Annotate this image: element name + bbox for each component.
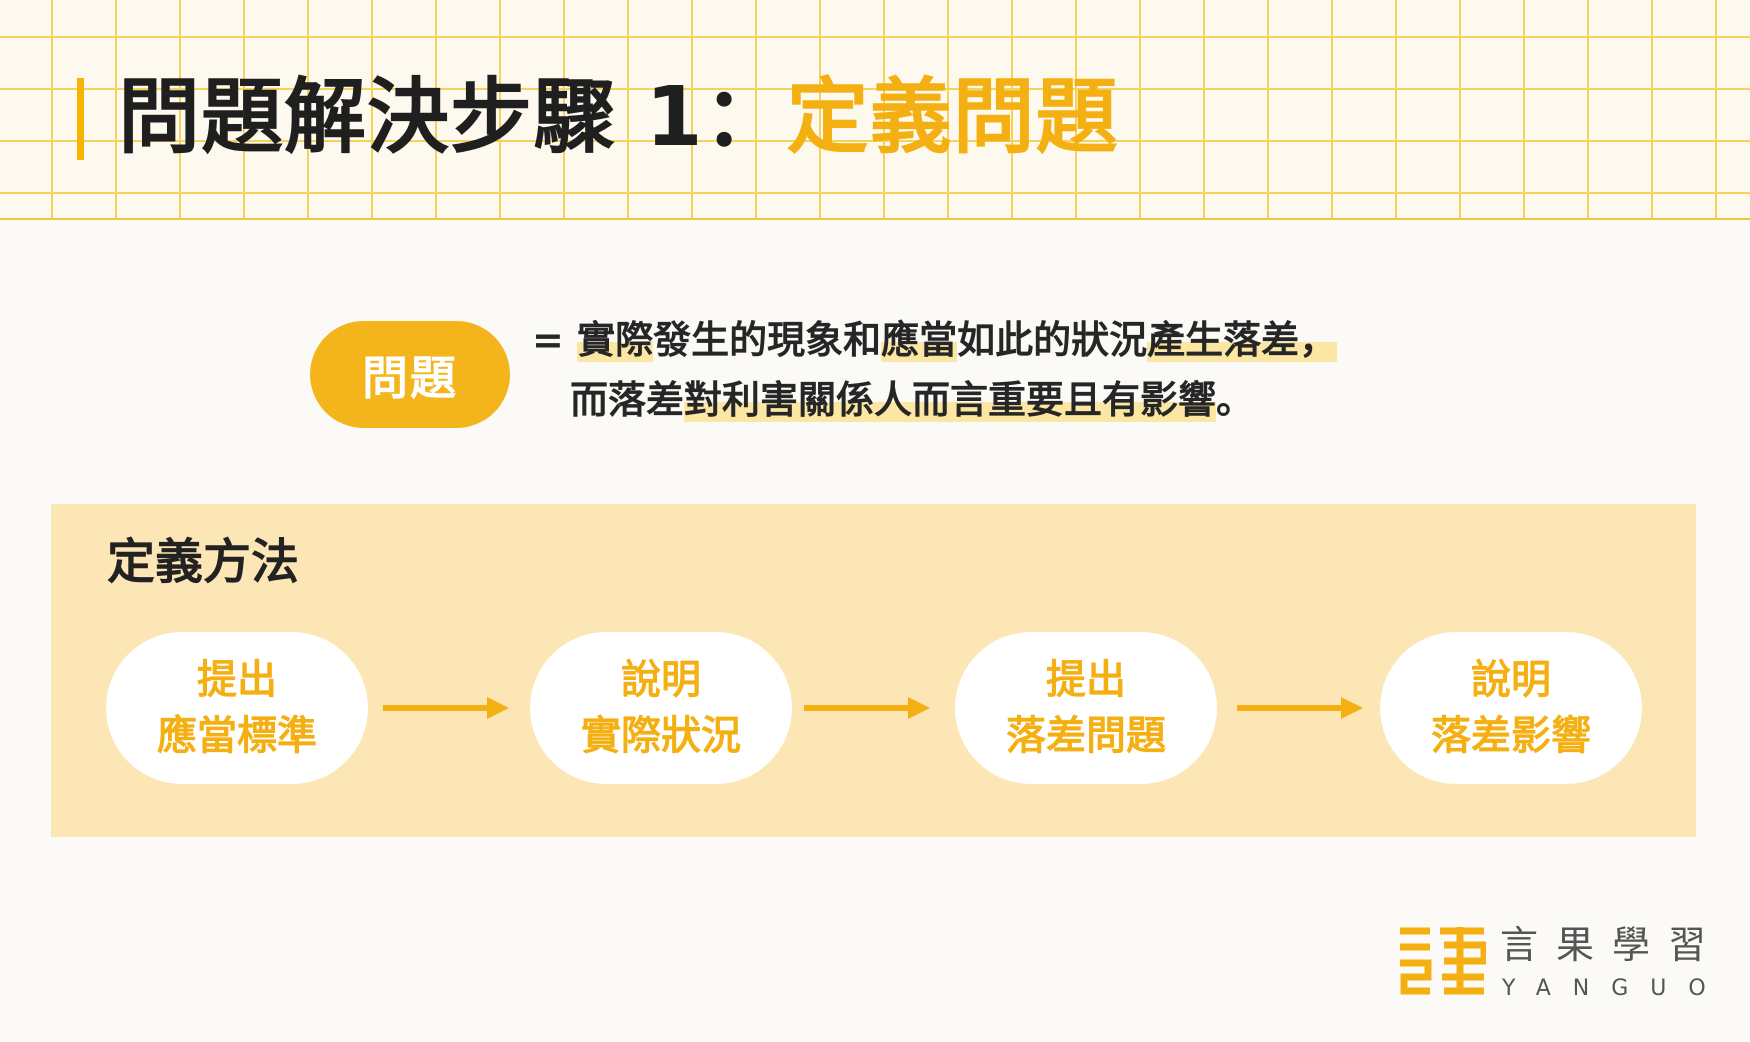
method-title: 定義方法 bbox=[107, 534, 300, 590]
definition-highlight: 實際 bbox=[577, 318, 654, 362]
step-2-line1: 說明 bbox=[621, 657, 701, 703]
definition-text: 發生的現象和 bbox=[653, 318, 882, 362]
grid-header: 問題解決步驟 1：定義問題 bbox=[0, 0, 1750, 220]
step-3-pill: 提出 落差問題 bbox=[955, 632, 1217, 784]
definition-text: 如此的狀況 bbox=[957, 318, 1148, 362]
method-panel: 定義方法 提出 應當標準 說明 實際狀況 提出 落差問題 說明 落差影響 bbox=[51, 504, 1696, 837]
brand-logo-icon bbox=[1400, 927, 1486, 995]
arrow-right-icon bbox=[383, 697, 509, 719]
page-title: 問題解決步驟 1：定義問題 bbox=[118, 68, 1119, 168]
arrow-right-icon bbox=[804, 697, 930, 719]
definition-text: 而落差 bbox=[570, 378, 685, 422]
step-4-pill: 說明 落差影響 bbox=[1380, 632, 1642, 784]
problem-pill: 問題 bbox=[310, 321, 510, 428]
brand-name-en: YANGUO bbox=[1502, 976, 1728, 1001]
definition-highlight: 對利害關係人而言重要且有影響 bbox=[684, 378, 1217, 422]
title-accent-bar bbox=[77, 78, 84, 160]
definition-highlight: 應當 bbox=[881, 318, 958, 362]
step-4-line2: 落差影響 bbox=[1431, 713, 1591, 759]
step-2-line2: 實際狀況 bbox=[581, 713, 741, 759]
arrow-right-icon bbox=[1237, 697, 1363, 719]
step-3-line1: 提出 bbox=[1046, 657, 1126, 703]
definition-line-2: 而落差對利害關係人而言重要且有影響。 bbox=[570, 375, 1254, 425]
definition-highlight: 產生落差， bbox=[1147, 318, 1338, 362]
definition-line-1: = 實際發生的現象和應當如此的狀況產生落差， bbox=[532, 315, 1338, 365]
step-4-line1: 說明 bbox=[1471, 657, 1551, 703]
definition-text: 。 bbox=[1216, 378, 1255, 422]
step-1-pill: 提出 應當標準 bbox=[106, 632, 368, 784]
step-1-line1: 提出 bbox=[197, 657, 277, 703]
step-1-line2: 應當標準 bbox=[157, 713, 317, 759]
definition-text: = bbox=[532, 318, 578, 362]
step-3-line2: 落差問題 bbox=[1006, 713, 1166, 759]
step-2-pill: 說明 實際狀況 bbox=[530, 632, 792, 784]
brand-name-cn: 言果學習 bbox=[1500, 923, 1725, 967]
title-prefix: 問題解決步驟 1： bbox=[118, 70, 787, 165]
title-accent: 定義問題 bbox=[786, 70, 1119, 165]
